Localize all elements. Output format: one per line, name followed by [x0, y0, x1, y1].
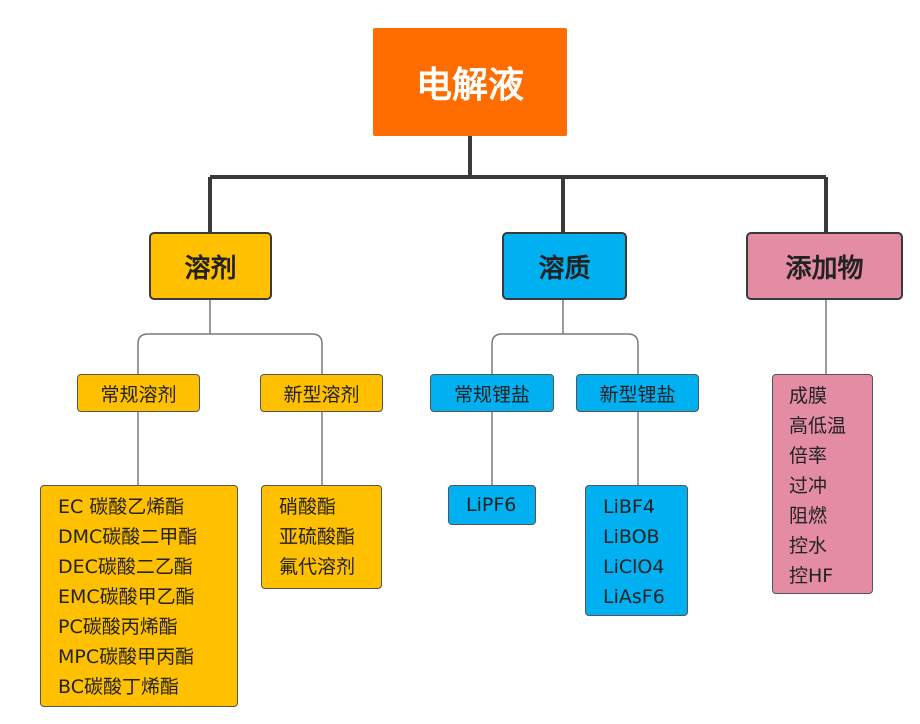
leaf-item: DEC碳酸二乙酯: [58, 556, 193, 578]
leaf-item: LiPF6: [466, 494, 517, 516]
leaf-item: LiClO4: [603, 556, 665, 578]
leaf-item: DMC碳酸二甲酯: [58, 526, 198, 548]
node-regular-solvent: 常规溶剂: [77, 374, 200, 412]
node-new-salt: 新型锂盐: [576, 374, 699, 412]
leaf-item: EC 碳酸乙烯酯: [58, 496, 185, 518]
solute-connector: [491, 300, 639, 374]
leaf-regular-salts: LiPF6: [448, 485, 536, 525]
leaf-item: MPC碳酸甲丙酯: [58, 646, 195, 668]
leaf-item: 亚硫酸酯: [279, 526, 356, 548]
leaf-item: 控HF: [789, 565, 834, 587]
leaf-new-salts: LiBF4 LiBOB LiClO4 LiAsF6: [585, 485, 688, 616]
leaf-item: 阻燃: [789, 505, 828, 527]
node-solvent: 溶剂: [149, 232, 272, 300]
leaf-item: BC碳酸丁烯酯: [58, 676, 179, 698]
leaf-item: 成膜: [789, 385, 828, 407]
leaf-item: EMC碳酸甲乙酯: [58, 586, 195, 608]
leaf-item: LiBF4: [603, 496, 655, 518]
leaf-item: PC碳酸丙烯酯: [58, 616, 178, 638]
node-solute: 溶质: [502, 232, 627, 300]
leaf-item: 硝酸酯: [279, 496, 337, 518]
leaf-regular-solvents: EC 碳酸乙烯酯 DMC碳酸二甲酯 DEC碳酸二乙酯 EMC碳酸甲乙酯 PC碳酸…: [40, 485, 238, 707]
leaf-item: 过冲: [789, 475, 828, 497]
leaf-additives: 成膜 高低温 倍率 过冲 阻燃 控水 控HF: [772, 374, 873, 594]
root-connector: [208, 136, 828, 232]
node-additive: 添加物: [746, 232, 903, 300]
leaf-item: LiBOB: [603, 526, 660, 548]
leaf-new-solvents: 硝酸酯 亚硫酸酯 氟代溶剂: [261, 485, 382, 589]
leaf-item: 高低温: [789, 415, 847, 437]
solvent-connector: [137, 300, 323, 374]
node-new-solvent: 新型溶剂: [260, 374, 383, 412]
leaf-item: 氟代溶剂: [279, 556, 356, 578]
leaf-item: LiAsF6: [603, 586, 665, 608]
leaf-item: 控水: [789, 535, 828, 557]
root-node: 电解液: [373, 28, 567, 136]
node-regular-salt: 常规锂盐: [430, 374, 554, 412]
leaf-item: 倍率: [789, 445, 828, 467]
